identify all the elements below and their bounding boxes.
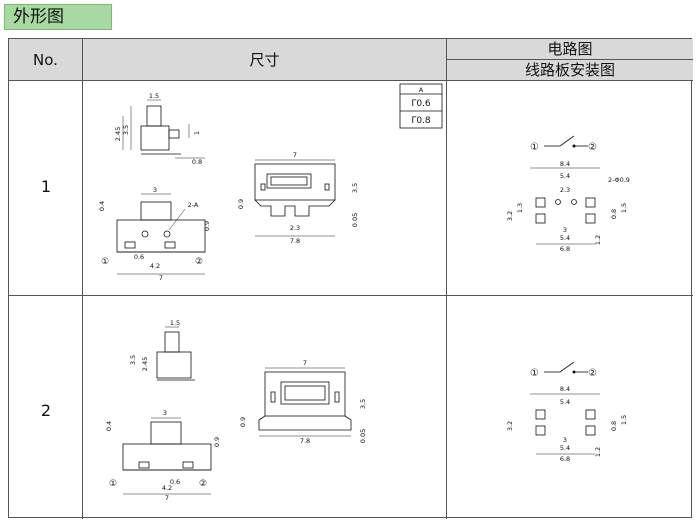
svg-text:1.3: 1.3	[516, 203, 524, 213]
side-view: 1.5 3.5 2.45 1 0.8	[114, 92, 205, 166]
switch-symbol-2: ① ②	[530, 361, 597, 379]
row-divider	[9, 295, 693, 296]
svg-text:1.5: 1.5	[620, 415, 628, 425]
row-number-1: 1	[40, 177, 52, 196]
pcb-footprint: 8.4 5.4 2-Φ0.9 2.3 3.2 1.3 0.8 1.5 1.2 3…	[506, 160, 630, 253]
svg-text:1.2: 1.2	[594, 447, 602, 457]
spec-table: No. 尺寸 电路图 线路板安装图 1 2	[8, 38, 693, 519]
row2-size-drawings: 1.5 3.5 2.45 3 0.4 0.9 0.6 4.2 7 ① ② 7 0…	[105, 319, 367, 502]
svg-text:②: ②	[199, 479, 207, 489]
svg-text:3: 3	[163, 409, 167, 417]
svg-text:3.2: 3.2	[506, 421, 514, 431]
svg-text:②: ②	[195, 257, 203, 267]
svg-text:①: ①	[109, 479, 117, 489]
svg-text:2.3: 2.3	[290, 224, 300, 232]
svg-text:2.45: 2.45	[141, 357, 149, 371]
svg-text:0.8: 0.8	[610, 421, 618, 431]
section-title: 外形图	[4, 4, 112, 30]
row1-circuit-pcb: ① ② 8.4 5.4 2-Φ0.9 2.3 3.2 1.3 0.8 1.5 1…	[506, 135, 630, 253]
svg-text:0.4: 0.4	[98, 201, 106, 211]
svg-text:4.2: 4.2	[162, 484, 172, 492]
svg-text:5.4: 5.4	[560, 172, 570, 180]
svg-text:1.2: 1.2	[594, 235, 602, 245]
svg-text:0.05: 0.05	[351, 213, 359, 227]
svg-text:2.3: 2.3	[560, 186, 570, 194]
pcb-footprint-2: 8.4 5.4 3.2 0.8 1.5 1.2 3 5.4 6.8	[506, 385, 628, 463]
svg-text:1: 1	[193, 131, 201, 135]
svg-text:0.8: 0.8	[610, 209, 618, 219]
thickness-header: A	[419, 86, 424, 94]
switch-symbol: ① ②	[530, 135, 597, 153]
svg-text:0.9: 0.9	[239, 417, 247, 427]
svg-text:0.9: 0.9	[237, 199, 245, 209]
svg-text:1.5: 1.5	[620, 203, 628, 213]
col-header-no: No.	[9, 39, 83, 81]
svg-text:0.9: 0.9	[213, 437, 221, 447]
svg-text:②: ②	[588, 368, 597, 379]
thickness-0-8: Γ0.8	[411, 116, 431, 126]
svg-text:0.8: 0.8	[192, 158, 202, 166]
svg-text:6.8: 6.8	[560, 245, 570, 253]
front-view: 3 0.4 2-A 0.9 0.6 4.2 7 ① ②	[98, 186, 211, 282]
svg-text:7: 7	[303, 359, 307, 367]
svg-text:①: ①	[101, 257, 109, 267]
row-number-2: 2	[40, 401, 52, 420]
side-view-2: 1.5 3.5 2.45	[129, 319, 195, 381]
top-view-2: 7 0.9 3.5 0.05 7.8	[239, 359, 367, 445]
col-divider-1	[82, 81, 83, 519]
svg-text:7.8: 7.8	[300, 437, 310, 445]
svg-text:2.45: 2.45	[114, 127, 122, 141]
svg-text:0.6: 0.6	[170, 478, 180, 486]
svg-text:②: ②	[588, 142, 597, 153]
svg-text:0.9: 0.9	[203, 221, 211, 231]
svg-text:3.5: 3.5	[129, 355, 137, 365]
svg-text:7: 7	[293, 151, 297, 159]
svg-text:3.2: 3.2	[506, 211, 514, 221]
thickness-0-6: Γ0.6	[411, 99, 431, 109]
svg-text:8.4: 8.4	[560, 385, 570, 393]
svg-text:①: ①	[530, 142, 539, 153]
svg-text:2-A: 2-A	[188, 201, 199, 209]
col-header-size: 尺寸	[83, 39, 447, 81]
svg-text:6.8: 6.8	[560, 455, 570, 463]
svg-text:5.4: 5.4	[560, 234, 570, 242]
svg-text:0.4: 0.4	[105, 421, 113, 431]
svg-text:1.5: 1.5	[170, 319, 180, 327]
svg-text:7: 7	[165, 494, 169, 502]
svg-text:①: ①	[530, 368, 539, 379]
col-header-circuit: 电路图	[447, 39, 693, 60]
row2-circuit-pcb: ① ② 8.4 5.4 3.2 0.8 1.5 1.2 3 5.4 6.8	[506, 361, 628, 463]
svg-text:7.8: 7.8	[290, 237, 300, 245]
row1-size-drawings: A Γ0.6 Γ0.8 1.5 3.5 2.45 1 0.8 3 0.4 2-A…	[98, 83, 443, 282]
col-divider-2	[446, 81, 447, 519]
svg-text:3.5: 3.5	[122, 125, 130, 135]
svg-text:1.5: 1.5	[149, 92, 159, 100]
svg-text:7: 7	[159, 274, 163, 282]
svg-text:3: 3	[563, 436, 567, 444]
svg-text:3: 3	[153, 186, 157, 194]
front-view-2: 3 0.4 0.9 0.6 4.2 7 ① ②	[105, 409, 221, 502]
svg-text:3.5: 3.5	[359, 399, 367, 409]
thickness-table: A Γ0.6 Γ0.8	[399, 83, 443, 129]
svg-text:3: 3	[563, 226, 567, 234]
col-header-pcb: 线路板安装图	[447, 60, 693, 81]
svg-text:2-Φ0.9: 2-Φ0.9	[608, 176, 630, 184]
svg-text:5.4: 5.4	[560, 398, 570, 406]
top-view: 7 0.9 3.5 0.05 2.3 7.8	[237, 151, 359, 245]
svg-text:5.4: 5.4	[560, 444, 570, 452]
svg-text:0.05: 0.05	[359, 429, 367, 443]
svg-text:0.6: 0.6	[134, 253, 144, 261]
svg-text:3.5: 3.5	[351, 183, 359, 193]
svg-text:8.4: 8.4	[560, 160, 570, 168]
svg-text:4.2: 4.2	[150, 262, 160, 270]
